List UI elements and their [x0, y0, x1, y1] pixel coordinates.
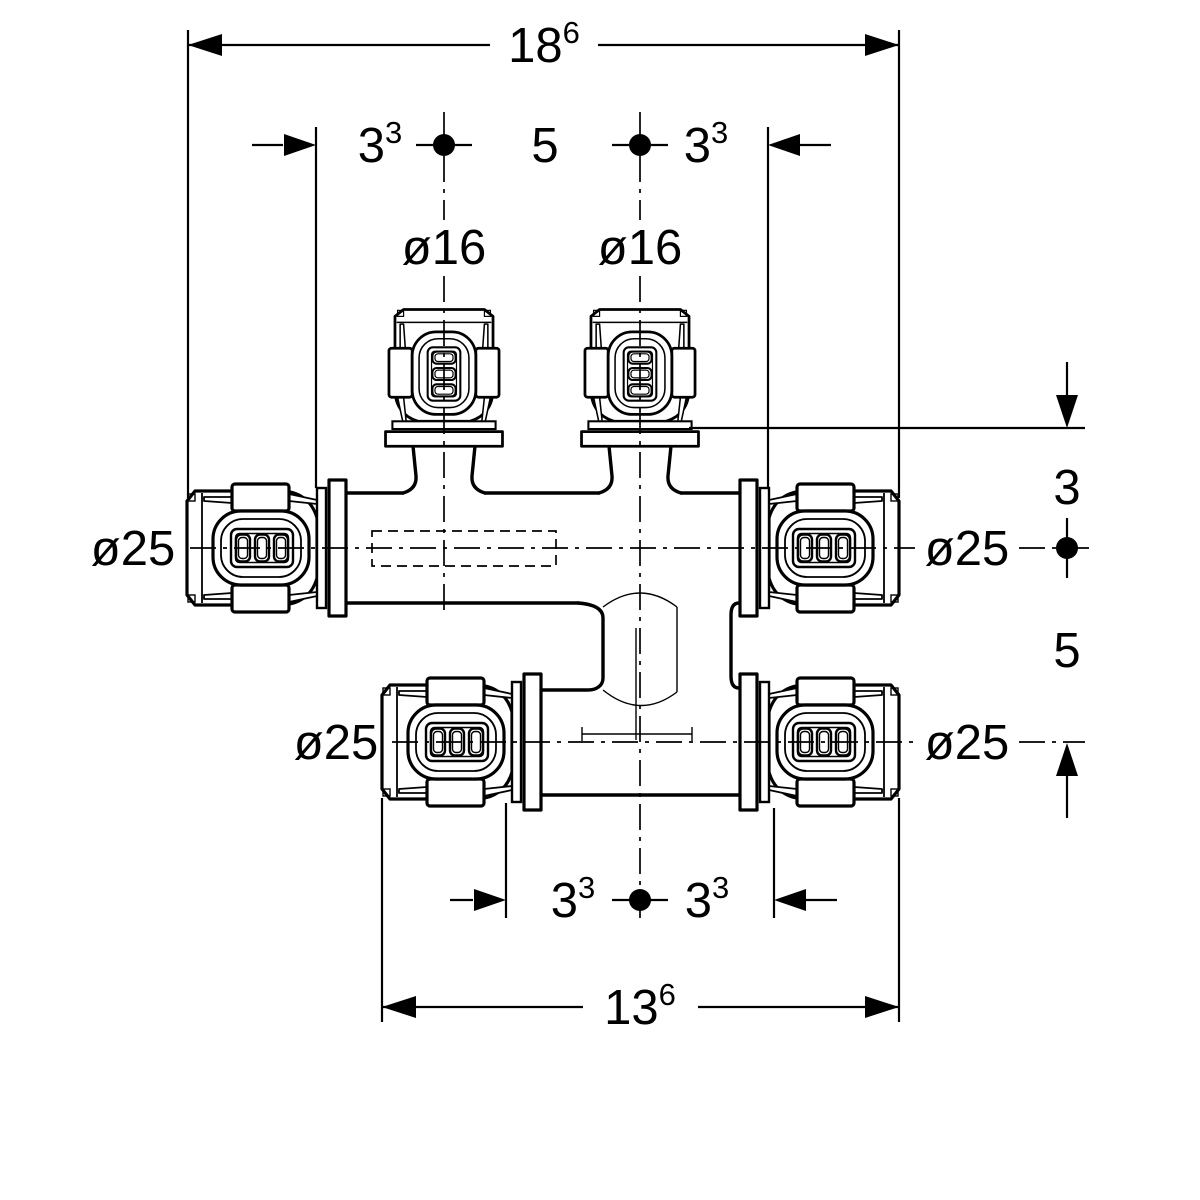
dimension-arrow-right — [865, 34, 899, 56]
dimension-arrow-left — [382, 996, 416, 1018]
dim-right-side: 3 5 — [689, 362, 1085, 818]
dim-overall-bottom: 136 — [380, 798, 901, 1035]
centerlines — [190, 112, 1090, 922]
dim-top-center-label: 5 — [531, 119, 558, 173]
port-lower-left-diameter-label: ø25 — [294, 716, 378, 770]
dim-right-offset-label: 3 — [1053, 461, 1080, 515]
branch-right-diameter-label: ø16 — [598, 221, 682, 275]
dim-overall-top: 186 — [186, 15, 901, 498]
dimension-arrow-right — [865, 996, 899, 1018]
dim-top-left-label: 33 — [358, 115, 403, 173]
middle-section-left-side — [534, 601, 605, 692]
dim-bottom-left-label: 33 — [551, 870, 596, 928]
press-depth-mark-horizontal — [581, 727, 693, 741]
extension-line — [504, 803, 776, 918]
dimension-arrow-right — [768, 134, 800, 156]
branch-left-diameter-label: ø16 — [402, 221, 486, 275]
port-upper-right-diameter-label: ø25 — [925, 522, 1009, 576]
dim-overall-top-label: 186 — [508, 15, 580, 73]
dimension-arrow-left — [284, 134, 316, 156]
extension-line — [314, 127, 770, 488]
dimension-arrow-down — [1056, 395, 1078, 428]
extension-line — [186, 30, 901, 498]
diameter-labels: ø16 ø16 ø25 ø25 ø25 ø25 — [91, 221, 1009, 770]
dim-top-offsets: 33 5 33 — [252, 115, 831, 488]
dimension-arrow-right — [774, 889, 806, 911]
dimension-arrow-up — [1056, 743, 1078, 776]
dimension-arrow-left — [188, 34, 222, 56]
dim-bottom-offsets: 33 33 — [450, 803, 837, 928]
dimension-arrow-left — [474, 889, 506, 911]
port-lower-right-diameter-label: ø25 — [925, 716, 1009, 770]
dim-overall-bottom-label: 136 — [604, 977, 676, 1035]
dim-right-spacing-label: 5 — [1053, 624, 1080, 678]
hidden-bore-outline — [371, 530, 557, 567]
branch-neck-left — [401, 444, 487, 495]
middle-section-right-side — [729, 601, 746, 690]
port-upper-left-diameter-label: ø25 — [91, 522, 175, 576]
extension-line — [380, 798, 901, 1022]
dim-bottom-right-label: 33 — [685, 870, 730, 928]
branch-neck-right — [597, 444, 683, 495]
dim-top-right-label: 33 — [684, 115, 729, 173]
